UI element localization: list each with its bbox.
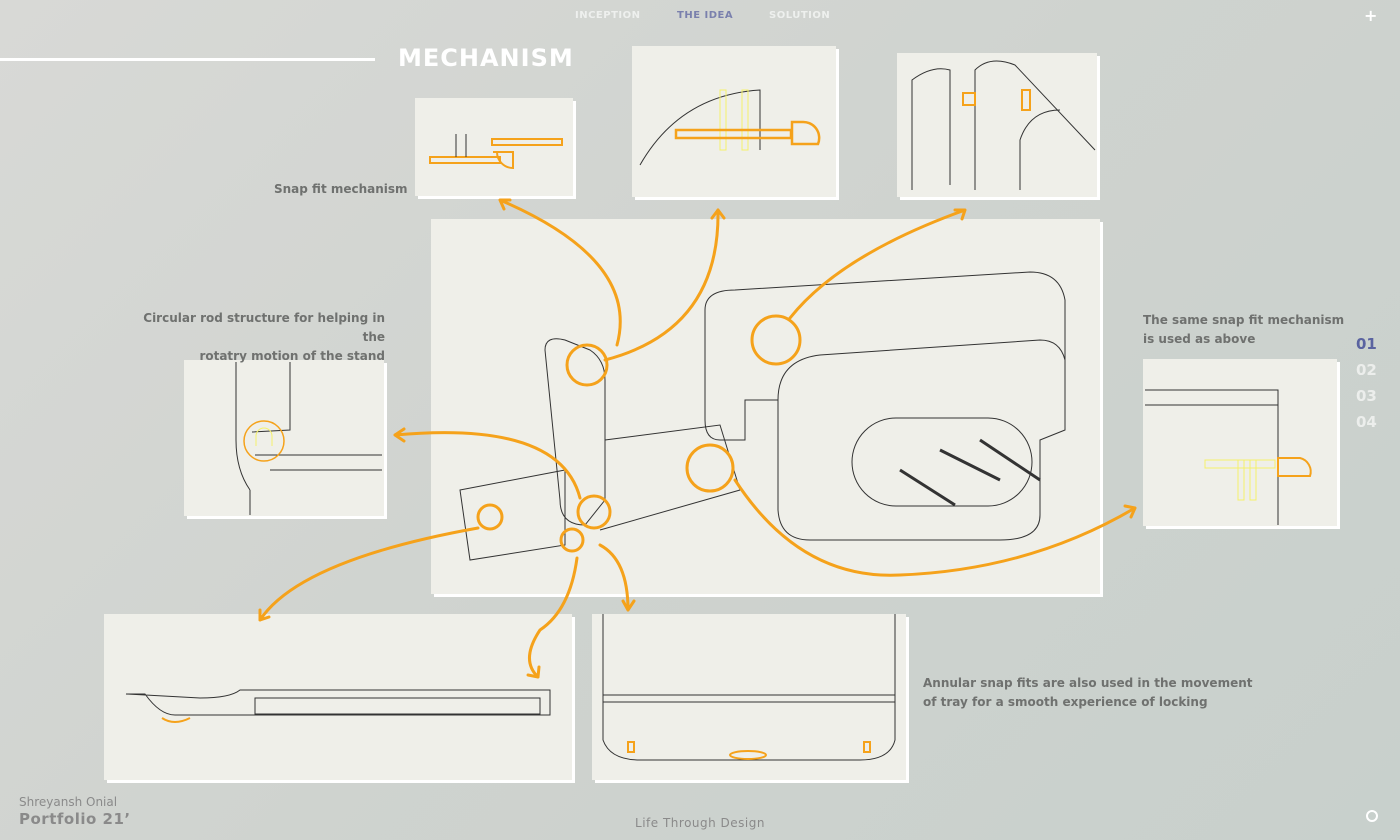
product-drawing — [459, 271, 1066, 561]
pager-02[interactable]: 02 — [1356, 361, 1377, 379]
tray-sketch — [125, 689, 551, 723]
nav-inception[interactable]: INCEPTION — [575, 10, 641, 21]
footer-tagline: Life Through Design — [635, 816, 765, 830]
detail-panel-annular — [592, 614, 906, 780]
caption-rod-line2: rotatry motion of the stand — [199, 349, 385, 363]
portfolio-label: Portfolio 21’ — [19, 810, 131, 828]
nav-solution[interactable]: SOLUTION — [769, 10, 831, 21]
detail-panel-snap-fit — [415, 98, 573, 196]
circle-icon[interactable] — [1366, 810, 1378, 822]
same-snap-sketch — [1145, 389, 1312, 525]
caption-same-line2: is used as above — [1143, 332, 1256, 346]
pager-03[interactable]: 03 — [1356, 387, 1377, 405]
caption-annular: Annular snap fits are also used in the m… — [923, 674, 1252, 712]
caption-same-line1: The same snap fit mechanism — [1143, 313, 1345, 327]
pin-sketch — [639, 89, 821, 166]
rod-sketch — [235, 362, 382, 515]
detail-panel-same-snap — [1143, 359, 1337, 526]
nav-the-idea[interactable]: THE IDEA — [677, 10, 734, 21]
pager-01[interactable]: 01 — [1356, 335, 1377, 353]
caption-snap-fit: Snap fit mechanism — [274, 182, 408, 196]
callout-arrows — [258, 198, 1137, 679]
pager-04[interactable]: 04 — [1356, 413, 1377, 431]
detail-panel-housing — [897, 53, 1097, 197]
caption-annular-line2: of tray for a smooth experience of locki… — [923, 695, 1208, 709]
caption-rod: Circular rod structure for helping in th… — [120, 309, 385, 366]
caption-same-snap: The same snap fit mechanism is used as ab… — [1143, 311, 1344, 349]
caption-rod-line1: Circular rod structure for helping in th… — [143, 311, 385, 344]
title-rule — [0, 58, 375, 61]
housing-sketch — [911, 60, 1096, 190]
annular-sketch — [602, 614, 896, 761]
main-product-sketch — [431, 219, 1100, 594]
author-name: Shreyansh Onial — [19, 795, 118, 809]
page-title: MECHANISM — [398, 44, 574, 72]
snap-fit-sketch — [429, 134, 563, 170]
caption-annular-line1: Annular snap fits are also used in the m… — [923, 676, 1253, 690]
plus-icon[interactable]: + — [1364, 6, 1378, 25]
